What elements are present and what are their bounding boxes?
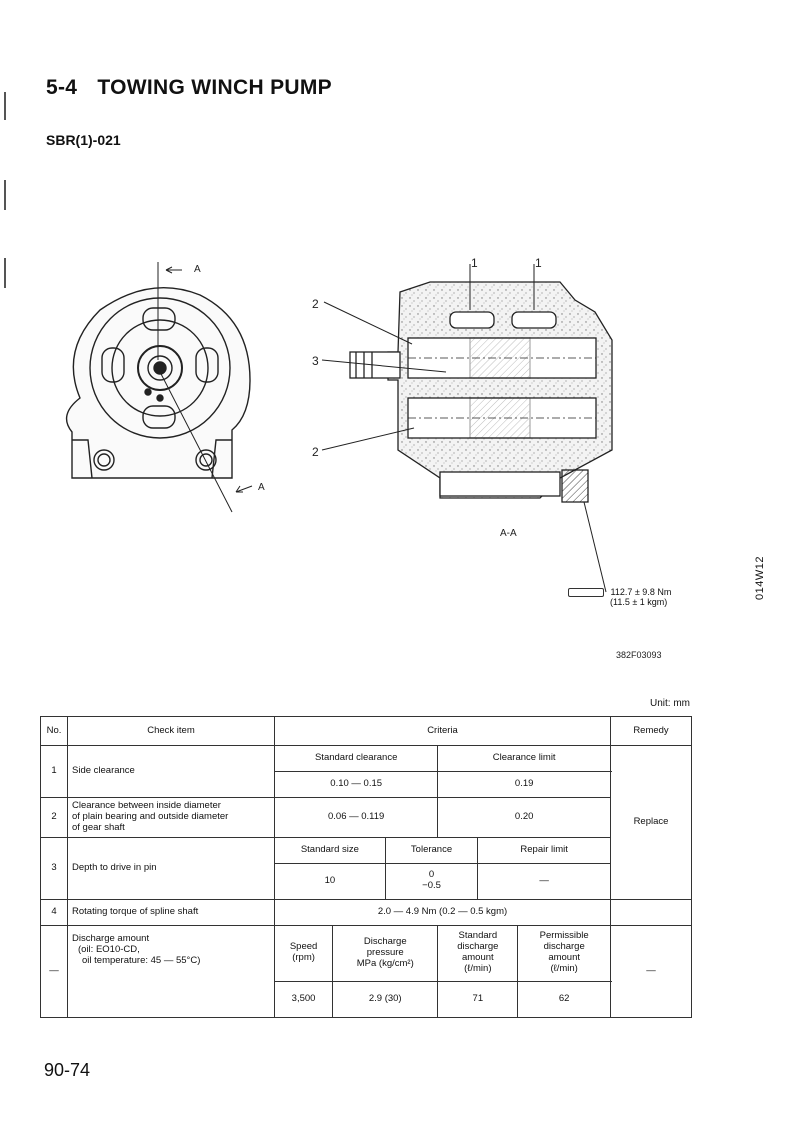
pump-drawing [65,262,613,593]
header-criteria: Criteria [274,716,611,746]
row5-col-std-line: discharge [457,941,499,953]
torque-spec: 112.7 ± 9.8 Nm (11.5 ± 1 kgm) [568,587,671,607]
row5-col-speed-line: Speed [289,941,318,953]
row3-no: 3 [40,836,68,900]
row4-value: 2.0 — 4.9 Nm (0.2 — 0.5 kgm) [274,898,611,926]
row3-repair: — [477,862,611,900]
row2-item-line: of plain bearing and outside diameter [72,810,229,822]
section-view [349,264,613,503]
row5-speed: 3,500 [273,980,334,1018]
row2-item: Clearance between inside diameter of pla… [67,797,275,838]
cut-line-label-bottom: A [258,482,265,493]
row5-col-std-amount: Standard discharge amount (ℓ/min) [437,924,519,982]
header-remedy: Remedy [610,716,692,746]
table-row: 0.10 — 0.15 0.19 [41,771,692,798]
row5-col-std-line: amount [461,952,494,964]
row1-col-std: Standard clearance [273,745,439,772]
row1-item: Side clearance [67,745,275,798]
row3-col-repair: Repair limit [477,836,611,864]
row2-limit: 0.20 [437,797,611,838]
torque-wrench-icon [568,588,604,598]
row5-item-line: oil temperature: 45 — 55°C) [82,954,201,966]
row3-tol-plus: 0 [428,869,435,881]
row5-col-perm-line: (ℓ/min) [550,963,578,975]
unit-label: Unit: mm [650,698,690,709]
row5-col-std-line: Standard [458,930,498,942]
row5-col-perm-amount: Permissible discharge amount (ℓ/min) [517,924,611,982]
row1-no: 1 [40,745,68,798]
row2-no: 2 [40,797,68,838]
row5-col-perm-line: amount [548,952,580,964]
binder-mark [4,92,6,120]
row5-item-line: (oil: EO10-CD, [78,943,140,955]
row1-limit: 0.19 [437,771,611,798]
row5-col-pressure: Discharge pressure MPa (kg/cm²) [332,924,439,982]
row1-std: 0.10 — 0.15 [273,771,439,798]
section-number: 5-4 [46,76,78,99]
callout-1-right: 1 [535,256,542,270]
row5-col-speed-line: (rpm) [292,952,315,964]
row5-col-pressure-line: MPa (kg/cm²) [356,957,414,969]
row4-item: Rotating torque of spline shaft [67,898,275,926]
binder-mark [4,180,6,210]
model-code: SBR(1)-021 [46,132,121,148]
callout-2-bottom: 2 [312,445,319,459]
callout-2-top: 2 [312,297,319,311]
drawing-code: 382F03093 [616,650,662,660]
header-check-item: Check item [67,716,275,746]
row4-no: 4 [40,898,68,926]
row2-item-line: of gear shaft [72,821,125,833]
row5-item: Discharge amount (oil: EO10-CD, oil temp… [67,924,275,1018]
row5-remedy: — [610,924,692,1018]
row3-col-tolerance: Tolerance [384,836,479,864]
row5-std-amount: 71 [437,980,519,1018]
table-row: 2 Clearance between inside diameter of p… [40,797,692,838]
row5-col-std-line: (ℓ/min) [464,963,492,975]
row5-col-perm-line: Permissible [539,930,589,942]
table-header-row: No. Check item Criteria Remedy [40,716,692,746]
row5-pressure: 2.9 (30) [332,980,439,1018]
row3-size: 10 [274,862,386,900]
table-row: 3 Depth to drive in pin Standard size To… [40,836,692,900]
binder-mark [4,258,6,288]
cut-line-label-top: A [194,264,201,275]
header-no: No. [40,716,68,746]
section-title: TOWING WINCH PUMP [97,76,332,99]
row4-remedy [610,899,692,926]
table-row: 10 0 −0.5 — [41,862,692,900]
row5-col-speed: Speed (rpm) [273,924,334,982]
row3-item: Depth to drive in pin [67,836,275,900]
front-view [65,262,253,513]
section-label: A-A [500,528,517,539]
check-table: No. Check item Criteria Remedy 1 Side cl… [40,716,692,1018]
callout-1-left: 1 [471,256,478,270]
row5-perm-amount: 62 [517,980,611,1018]
page-title: 5-4 TOWING WINCH PUMP [46,76,332,100]
row5-no: — [40,924,68,1018]
remedy-replace: Replace [610,745,692,900]
torque-kgm: (11.5 ± 1 kgm) [610,597,668,608]
row2-std: 0.06 — 0.119 [273,797,439,838]
row5-col-pressure-line: Discharge [363,935,407,947]
table-row: — Discharge amount (oil: EO10-CD, oil te… [40,924,692,1018]
row1-col-limit: Clearance limit [437,745,611,772]
table-row: 3,500 2.9 (30) 71 62 [41,980,692,1018]
row5-col-perm-line: discharge [543,941,585,953]
row5-col-pressure-line: pressure [366,946,404,958]
torque-value: 112.7 ± 9.8 Nm [610,587,672,597]
callout-3: 3 [312,354,319,368]
row3-tolerance: 0 −0.5 [384,862,479,900]
table-row: 4 Rotating torque of spline shaft 2.0 — … [40,898,692,926]
row3-tol-minus: −0.5 [422,880,441,892]
table-row: 1 Side clearance Standard clearance Clea… [40,745,692,900]
row5-item-line: Discharge amount [72,932,150,944]
row3-col-size: Standard size [274,836,386,864]
row2-item-line: Clearance between inside diameter [72,800,221,811]
page-number: 90-74 [44,1060,91,1080]
side-code: 014W12 [753,556,766,600]
